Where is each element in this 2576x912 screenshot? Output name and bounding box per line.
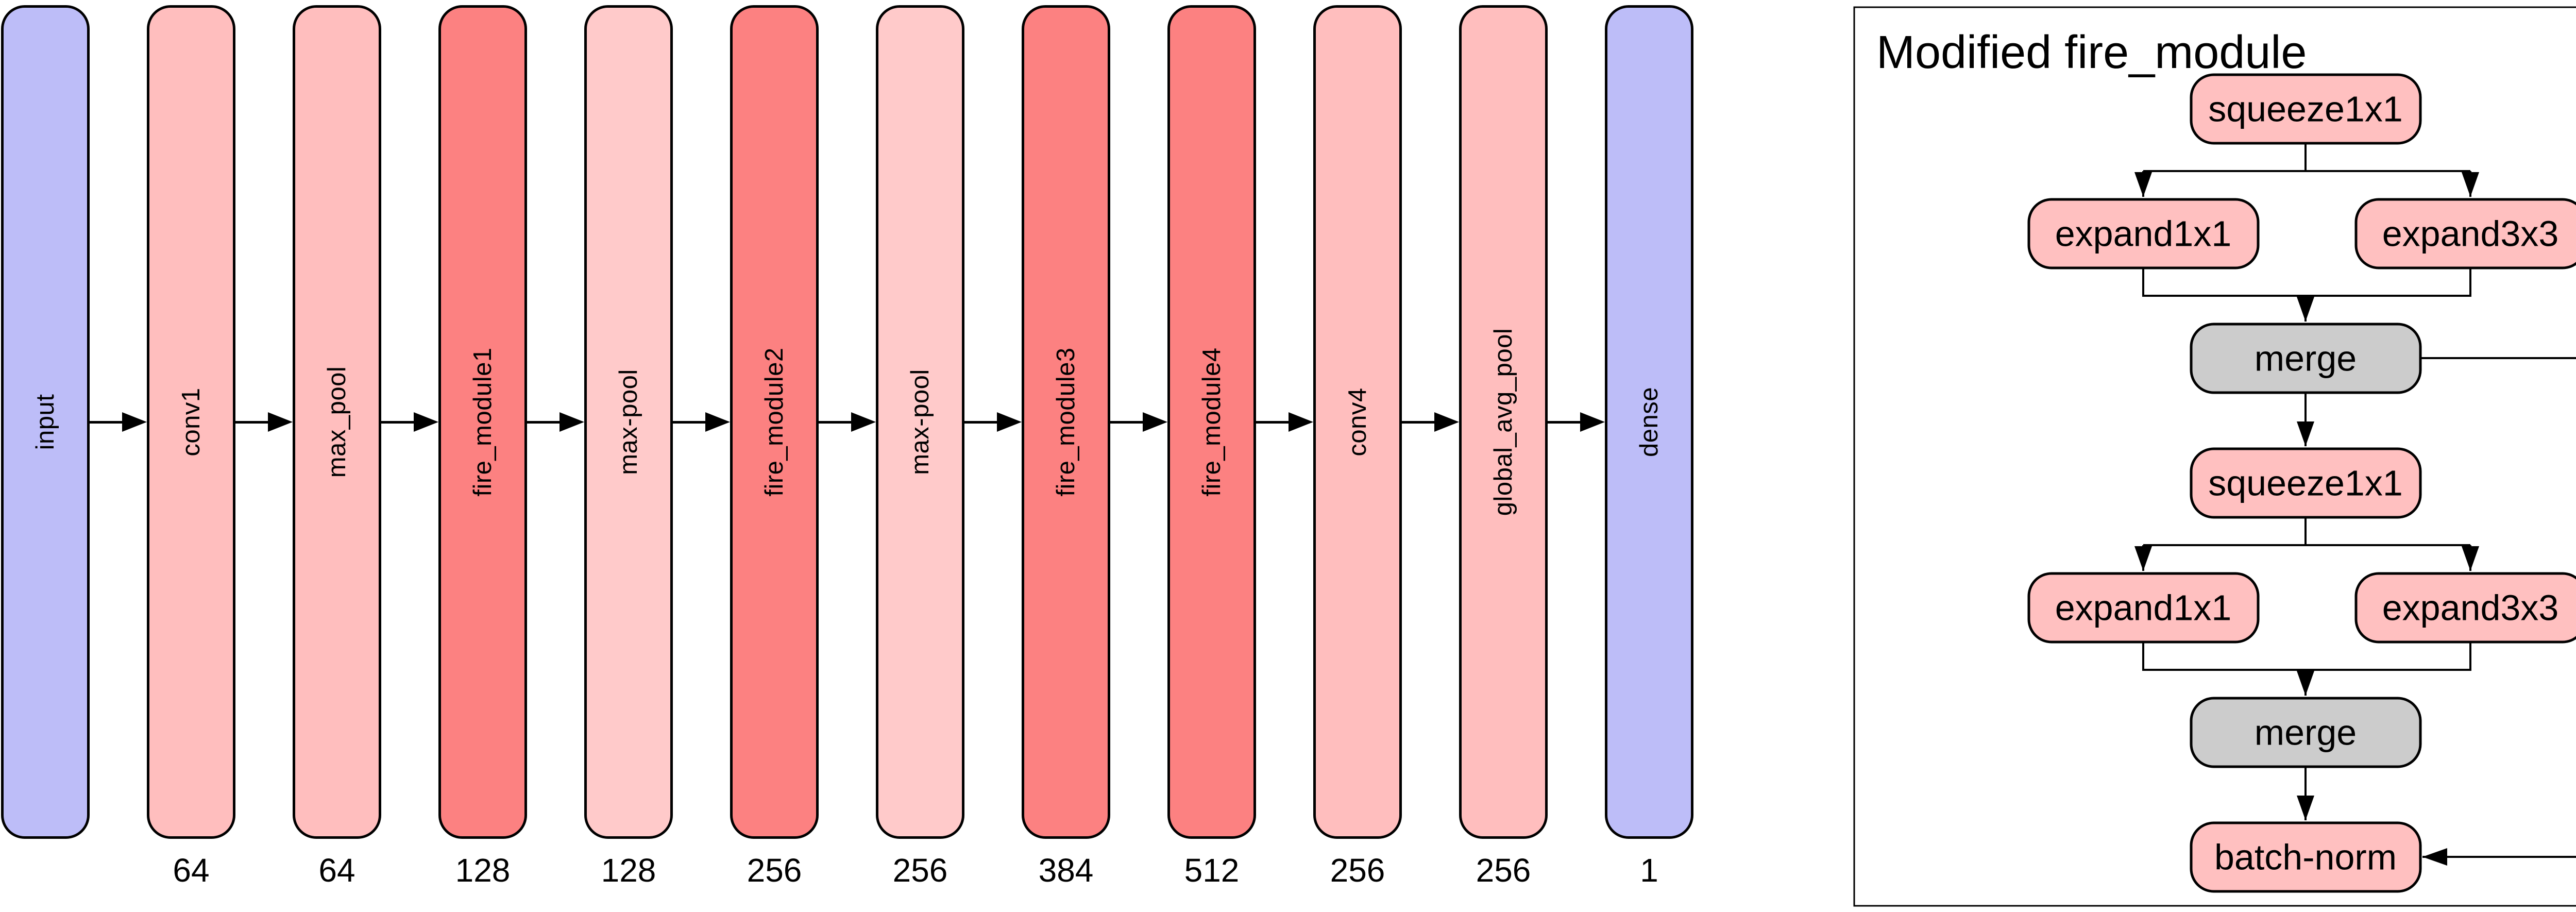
filter-count: 128 [601, 852, 656, 889]
node-expand1x1-b: expand1x1 [2027, 572, 2260, 644]
filter-count: 256 [892, 852, 948, 889]
arrow-head [1289, 412, 1313, 432]
join-tee-2 [2142, 642, 2471, 671]
filter-count: 384 [1038, 852, 1094, 889]
arrow-head [414, 412, 438, 432]
node-squeeze-a: squeeze1x1 [2190, 73, 2422, 145]
arrow-shaft [1402, 420, 1436, 424]
layer-label: dense [1635, 386, 1663, 458]
node-label: squeeze1x1 [2208, 89, 2403, 129]
filter-count: 256 [1476, 852, 1531, 889]
arrow-head [560, 412, 584, 432]
arrow-shaft [1548, 420, 1582, 424]
panel-title: Modified fire_module [1876, 27, 2307, 78]
layer-label: max-pool [906, 369, 934, 475]
node-label: expand3x3 [2382, 587, 2559, 628]
layer-bar-fire-module1: fire_module1 [438, 5, 527, 839]
layer-label: max_pool [323, 366, 351, 478]
fire-module-panel: Modified fire_module squeeze1x1 [1853, 6, 2576, 907]
node-label: merge [2255, 338, 2357, 378]
filter-count: 64 [173, 852, 210, 889]
arrow-shaft [527, 420, 562, 424]
network-flow-diagram: input conv1 64 max_pool 64 fire_module1 128 max… [1, 5, 1693, 889]
node-label: squeeze1x1 [2208, 463, 2403, 503]
node-expand1x1-a: expand1x1 [2027, 198, 2260, 269]
filter-count: 1 [1640, 852, 1658, 889]
node-squeeze-b: squeeze1x1 [2190, 447, 2422, 519]
layer-label: fire_module1 [469, 347, 497, 497]
node-expand3x3-b: expand3x3 [2354, 572, 2576, 644]
layer-bar-max-pool: max_pool [293, 5, 381, 839]
layer-bar-max-pool: max-pool [584, 5, 673, 839]
arrow-head [1143, 412, 1167, 432]
layer-label: fire_module4 [1198, 347, 1226, 497]
layer-bar-max-pool: max-pool [876, 5, 964, 839]
arrow-shaft [964, 420, 999, 424]
layer-label: global_avg_pool [1489, 328, 1517, 516]
split-tee-1 [2143, 143, 2470, 172]
arrow-head [1434, 412, 1459, 432]
node-merge-a: merge [2190, 323, 2422, 394]
layer-label: max-pool [615, 369, 642, 475]
arrow-shaft [1256, 420, 1291, 424]
filter-count: 512 [1184, 852, 1240, 889]
node-label: expand1x1 [2055, 587, 2232, 628]
skip-connection [2420, 357, 2576, 866]
node-label: expand3x3 [2382, 213, 2559, 254]
arrow-shaft [673, 420, 707, 424]
layer-bar-fire-module2: fire_module2 [730, 5, 819, 839]
arrow-shaft [819, 420, 853, 424]
layer-bar-input: input [1, 5, 90, 839]
arrow-head [997, 412, 1022, 432]
arrow-shaft [381, 420, 416, 424]
layer-bar-conv4: conv4 [1313, 5, 1402, 839]
arrow-shaft [1110, 420, 1145, 424]
arrow-head [1580, 412, 1605, 432]
filter-count: 256 [1330, 852, 1385, 889]
layer-bar-conv1: conv1 [147, 5, 235, 839]
layer-label: conv1 [177, 387, 205, 457]
layer-label: input [31, 394, 59, 450]
filter-count: 256 [747, 852, 802, 889]
layer-bar-fire-module3: fire_module3 [1022, 5, 1110, 839]
arrow-shaft [90, 420, 124, 424]
layer-bar-dense: dense [1605, 5, 1693, 839]
node-label: batch-norm [2214, 837, 2397, 877]
join-tee-1 [2142, 268, 2471, 297]
arrow-head [268, 412, 293, 432]
node-label: merge [2255, 712, 2357, 752]
layer-label: fire_module3 [1052, 347, 1080, 497]
layer-bar-fire-module4: fire_module4 [1167, 5, 1256, 839]
node-label: expand1x1 [2055, 213, 2232, 254]
arrow-head [851, 412, 876, 432]
node-merge-b: merge [2190, 697, 2422, 768]
filter-count: 64 [318, 852, 355, 889]
arrow-head [122, 412, 147, 432]
split-tee-2 [2143, 517, 2470, 546]
node-batch-norm: batch-norm [2190, 821, 2422, 893]
layer-bar-global-avg-pool: global_avg_pool [1459, 5, 1548, 839]
layer-label: conv4 [1344, 387, 1371, 457]
filter-count: 128 [455, 852, 511, 889]
node-expand3x3-a: expand3x3 [2354, 198, 2576, 269]
layer-label: fire_module2 [760, 347, 788, 497]
arrow-shaft [235, 420, 270, 424]
arrow-head [705, 412, 730, 432]
